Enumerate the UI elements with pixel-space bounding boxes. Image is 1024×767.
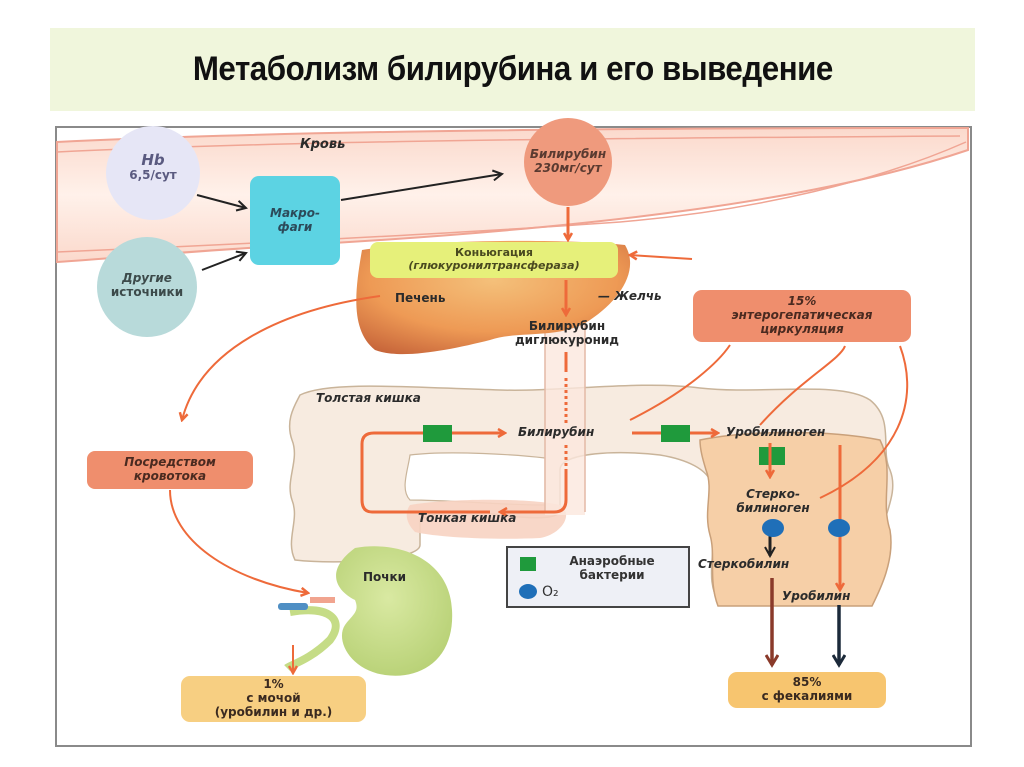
other-sources-line2: источники (110, 284, 184, 299)
bacteria-marker-3 (759, 447, 785, 465)
oxygen-marker-2 (828, 519, 850, 537)
stercobilinogen-line1: Стерко- (746, 487, 800, 501)
hb-rate: 6,5/сут (129, 168, 177, 183)
stercobilin-label: Стеркобилин (698, 557, 790, 571)
bilirubin-diglucuronide-label: Билирубин диглюкуронид (505, 319, 629, 348)
large-intestine-label: Толстая кишка (316, 391, 421, 405)
blood-label: Кровь (300, 137, 346, 152)
urobilinogen-label: Уробилиноген (726, 425, 826, 439)
conjugation-line2: (глюкуронилтрансфераза) (408, 259, 580, 272)
macrophages-line1: Макро- (270, 205, 320, 220)
feces-percent: 85% (792, 675, 822, 690)
urine-output-box: 1% с мочой (уробилин и др.) (181, 676, 366, 722)
oxygen-marker-1 (762, 519, 784, 537)
bacteria-marker-1 (423, 425, 452, 442)
bloodstream-line1: Посредством (124, 455, 216, 470)
title-banner: Метаболизм билирубина и его выведение (50, 28, 975, 111)
bile-text: Желчь (614, 289, 662, 303)
small-intestine-shape (406, 499, 567, 539)
other-sources-circle (97, 237, 197, 337)
hb-circle (106, 126, 200, 220)
blue-circle-icon (519, 584, 537, 599)
bloodstream-box: Посредством кровотока (87, 451, 253, 489)
macrophages-line2: фаги (277, 219, 313, 234)
bilirubin-blood-label: Билирубин 230мг/сут (520, 147, 616, 176)
bile-label: — Желчь (598, 289, 662, 303)
legend: Анаэробные бактерии O₂ (506, 546, 690, 608)
small-intestine-label: Тонкая кишка (418, 511, 517, 525)
stercobilinogen-line2: билиноген (736, 500, 810, 515)
bilirubin-blood-line1: Билирубин (529, 147, 607, 161)
feces-output-box: 85% с фекалиями (728, 672, 886, 708)
enterohepatic-percent: 15% (787, 294, 817, 309)
urine-line3: (уробилин и др.) (214, 704, 333, 719)
arrow-bile-to-small-intestine (500, 470, 568, 512)
hb-label: Hb 6,5/сут (106, 151, 200, 183)
arrow-bloodstream-to-kidney (169, 489, 308, 593)
enterohepatic-box: 15% энтерогепатическая циркуляция (693, 290, 911, 342)
conjugation-box: Коньюгация (глюкуронилтрансфераза) (370, 242, 618, 278)
urobilin-label: Уробилин (782, 589, 851, 603)
legend-bacteria-label: Анаэробные бактерии (569, 554, 655, 583)
diglucuronide-line1: Билирубин (528, 319, 606, 333)
hb-title: Hb (141, 151, 165, 169)
stercobilinogen-label: Стерко- билиноген (728, 487, 818, 516)
bloodstream-line2: кровотока (133, 469, 207, 483)
arrow-loop-to-bilirubin (360, 433, 505, 514)
other-sources-line1: Другие (122, 271, 172, 285)
enterohepatic-line3: циркуляция (760, 321, 844, 336)
feces-line2: с фекалиями (761, 689, 853, 703)
arrow-enterohepatic-to-conjugation (630, 255, 693, 259)
bilirubin-gut-label: Билирубин (518, 425, 595, 439)
arrow-hb-to-macrophages (196, 194, 246, 208)
macrophages-box: Макро- фаги (250, 176, 340, 265)
other-sources-label: Другие источники (97, 271, 197, 300)
arrow-liver-to-bloodstream (182, 295, 381, 420)
legend-oxygen-label: O₂ (542, 584, 559, 600)
curve-bilirubin-to-enterohepatic (629, 344, 731, 421)
liver-label: Печень (395, 291, 446, 305)
page-title: Метаболизм билирубина и его выведение (192, 50, 833, 88)
curve-urobilinogen-to-enterohepatic (759, 345, 846, 426)
bilirubin-blood-circle (524, 118, 612, 206)
bilirubin-blood-line2: 230мг/сут (534, 160, 602, 175)
enterohepatic-line2: энтерогепатическая (731, 308, 873, 323)
arrow-macrophages-to-bilirubin (340, 174, 502, 201)
green-square-icon (520, 557, 536, 571)
arrow-sources-to-macrophages (201, 253, 246, 271)
kidney-shape (278, 546, 453, 676)
urine-percent: 1% (263, 677, 284, 692)
bacteria-marker-2 (661, 425, 690, 442)
urine-line2: с мочой (246, 691, 301, 706)
conjugation-line1: Коньюгация (455, 246, 533, 260)
kidneys-label: Почки (363, 570, 407, 584)
curve-stercobilinogen-to-enterohepatic (819, 345, 909, 499)
diglucuronide-line2: диглюкуронид (514, 332, 619, 347)
